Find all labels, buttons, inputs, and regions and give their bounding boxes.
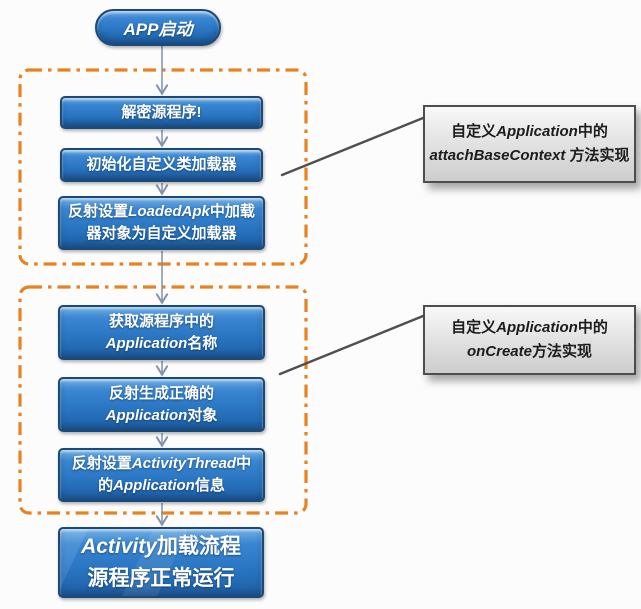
start-node-app-launch: APP启动 bbox=[95, 9, 221, 46]
step-set-loadedapk-loader: 反射设置LoadedApk中加载器对象为自定义加载器 bbox=[58, 196, 265, 250]
step-set-activitythread-app: 反射设置ActivityThread中的Application信息 bbox=[58, 448, 265, 502]
step-decrypt-source: 解密源程序! bbox=[60, 96, 263, 129]
annotation-line-attachbasecontext bbox=[280, 114, 430, 177]
step-init-custom-loader: 初始化自定义类加载器 bbox=[60, 148, 263, 182]
annotation-line-oncreate bbox=[278, 312, 430, 376]
end-node-activity-load: Activity加载流程源程序正常运行 bbox=[58, 527, 264, 598]
